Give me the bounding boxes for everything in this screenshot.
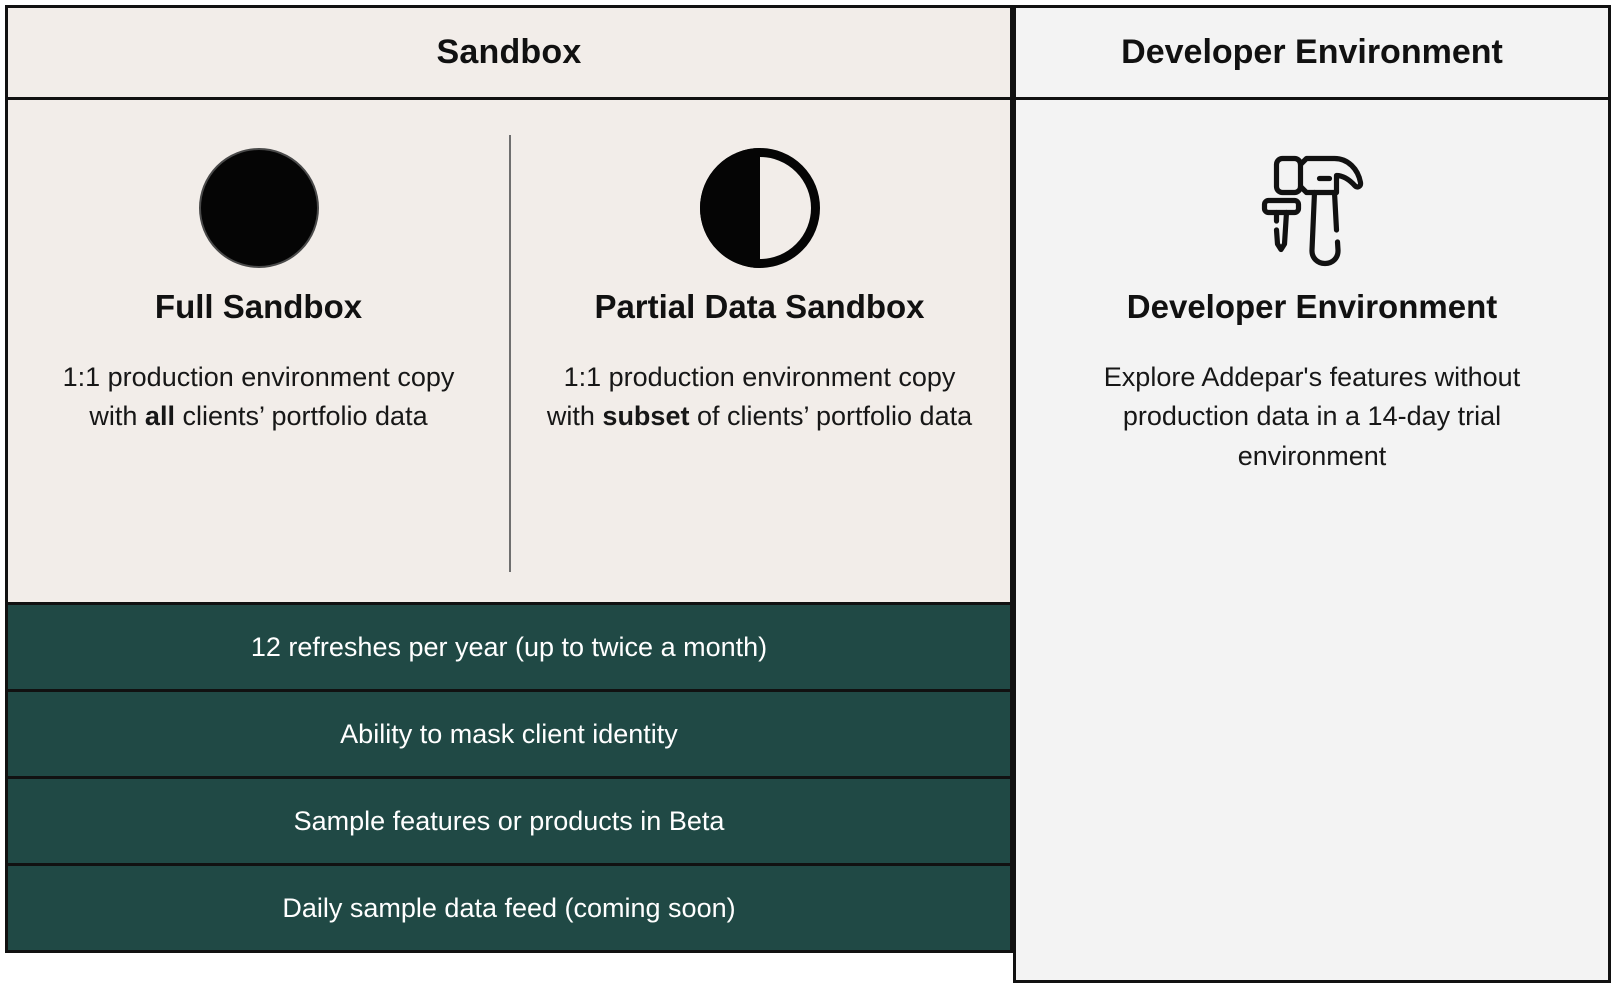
full-circle-icon: [198, 147, 319, 268]
half-circle-icon: [699, 147, 820, 268]
partial-sandbox-desc-part1: 1:1 production environment copy with: [546, 361, 956, 432]
sandbox-column: Sandbox Full Sandbox 1:1 production envi…: [5, 5, 1013, 953]
feature-row: Sample features or products in Beta: [5, 779, 1013, 866]
developer-card-description: Explore Addepar's features without produ…: [1103, 362, 1521, 471]
full-sandbox-desc-emphasis: all: [144, 401, 175, 432]
card-full-sandbox: Full Sandbox 1:1 production environment …: [8, 100, 509, 602]
feature-row: 12 refreshes per year (up to twice a mon…: [5, 605, 1013, 692]
sandbox-column-header: Sandbox: [5, 5, 1013, 100]
feature-row: Daily sample data feed (coming soon): [5, 866, 1013, 953]
sandbox-feature-list: 12 refreshes per year (up to twice a mon…: [5, 605, 1013, 953]
partial-sandbox-desc-emphasis: subset: [602, 401, 690, 432]
sandbox-header-title: Sandbox: [436, 33, 582, 71]
full-sandbox-desc-part2: clients’ portfolio data: [174, 401, 428, 432]
partial-sandbox-title: Partial Data Sandbox: [594, 288, 925, 325]
full-sandbox-description: 1:1 production environment copy with all…: [44, 358, 474, 437]
developer-header-title: Developer Environment: [1121, 33, 1503, 71]
developer-card-title: Developer Environment: [1126, 288, 1498, 325]
developer-column-header: Developer Environment: [1013, 5, 1611, 100]
feature-row: Ability to mask client identity: [5, 692, 1013, 779]
partial-sandbox-description: 1:1 production environment copy with sub…: [545, 358, 975, 437]
card-partial-data-sandbox: Partial Data Sandbox 1:1 production envi…: [509, 100, 1010, 602]
half-circle-fill: [699, 147, 760, 268]
sandbox-cards-row: Full Sandbox 1:1 production environment …: [5, 100, 1013, 605]
developer-card: Developer Environment Explore Addepar's …: [1013, 100, 1611, 983]
partial-sandbox-icon-slot: [699, 145, 820, 270]
hammer-and-nail-icon: [1261, 155, 1364, 266]
developer-environment-column: Developer Environment: [1013, 0, 1616, 988]
full-sandbox-icon-slot: [198, 145, 319, 270]
partial-sandbox-desc-part2: of clients’ portfolio data: [689, 401, 973, 432]
developer-icon-slot: [1256, 145, 1368, 270]
full-sandbox-desc-part1: 1:1 production environment copy with: [62, 361, 455, 432]
full-sandbox-title: Full Sandbox: [154, 288, 363, 325]
